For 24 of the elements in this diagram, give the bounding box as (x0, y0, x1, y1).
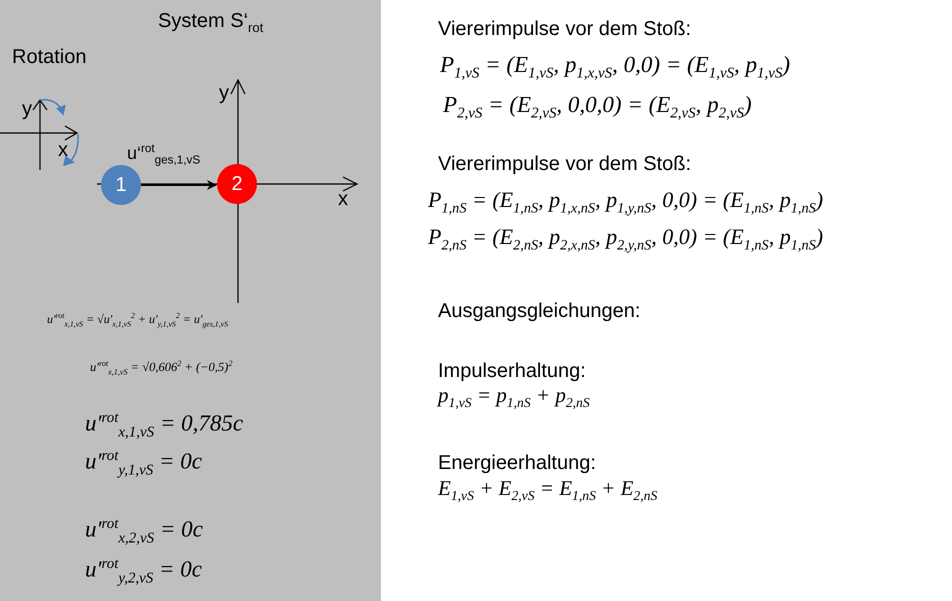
equation: u′$^{rot}$$_{x,2,vS}$ = 0c (85, 516, 203, 547)
heading: Rotation (12, 46, 86, 68)
equation: u′$^{rot}$$_{x,1,vS}$ = √0,606$^{2}$ + (−0,5)$^{2}$ (90, 360, 232, 378)
axis-label: y (219, 82, 229, 104)
axis-label: x (58, 139, 68, 161)
axis-label: y (22, 98, 32, 120)
arrow (141, 180, 217, 190)
heading: Energieerhaltung: (438, 452, 596, 474)
equation: u′$^{rot}$$_{x,1,vS}$ = 0,785c (85, 410, 244, 441)
equation: p$_{1,vS}$ = p$_{1,nS}$ + p$_{2,nS}$ (438, 384, 590, 410)
equation: P$_{1,nS}$ = (E$_{1,nS}$, p$_{1,x,nS}$, p$_{1,y,nS}$, 0,0) = (E$_{1,nS}$, p$_{1,nS}$) (428, 188, 824, 218)
equation: E$_{1,vS}$ + E$_{2,vS}$ = E$_{1,nS}$ + E$_{2,nS}$ (438, 477, 658, 504)
title: System S‘$_{rot}$ (158, 10, 264, 36)
heading: Impulserhaltung: (438, 360, 586, 382)
equation: P$_{2,nS}$ = (E$_{2,nS}$, p$_{2,x,nS}$, p$_{2,y,nS}$, 0,0) = (E$_{1,nS}$, p$_{1,nS}$) (428, 225, 824, 254)
equation: P$_{1,vS}$ = (E$_{1,vS}$, p$_{1,x,vS}$, 0,0) = (E$_{1,vS}$, p$_{1,vS}$) (440, 52, 790, 82)
heading: Viererimpulse vor dem Stoß: (438, 153, 692, 175)
equation: u′$^{rot}$$_{x,1,vS}$ = √u′$_{x,1,vS}$$^{2}$ + u′$_{y,1,vS}$$^{2}$ = u′$_{ges,1,vS}$ (47, 312, 228, 329)
heading: Viererimpulse vor dem Stoß: (438, 18, 692, 40)
heading: Ausgangsgleichungen: (438, 300, 640, 322)
equation: u′$^{rot}$$_{y,2,vS}$ = 0c (85, 556, 202, 587)
equation: P$_{2,vS}$ = (E$_{2,vS}$, 0,0,0) = (E$_{2,vS}$, p$_{2,vS}$) (443, 92, 752, 122)
equation: u′$^{rot}$$_{y,1,vS}$ = 0c (85, 448, 202, 479)
axis-label: x (338, 188, 348, 210)
